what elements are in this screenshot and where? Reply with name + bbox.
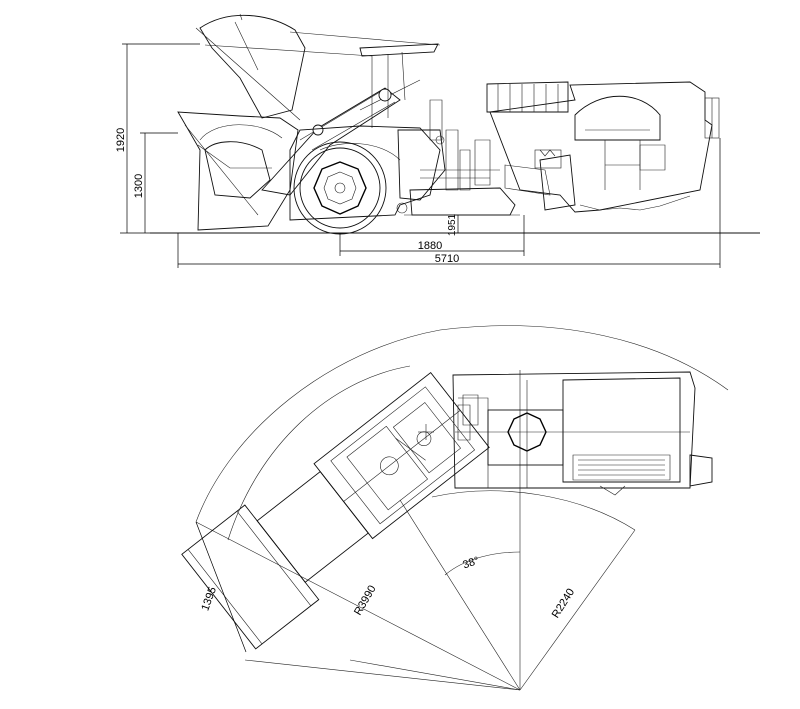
- dim-ground-clearance: 1951: [447, 213, 458, 236]
- bucket-top: [181, 504, 320, 650]
- angle-arc: [444, 551, 521, 576]
- radius-line-outer: [195, 521, 521, 691]
- front-wheel: [293, 141, 387, 235]
- lowered-bucket: [177, 111, 299, 231]
- radius-line-inner: [519, 529, 636, 691]
- raised-bucket-outline: [199, 14, 306, 119]
- rear-engine-body: [489, 81, 713, 213]
- top-view: 38° R3990 R2240: [181, 325, 729, 691]
- dim-inner-radius: R2240: [550, 586, 577, 620]
- dim-articulation-angle: 38°: [461, 555, 481, 572]
- front-frame: [289, 125, 441, 221]
- rear-dome: [574, 95, 661, 141]
- dim-mid-height: 1300: [133, 174, 145, 198]
- transmission-housing: [409, 187, 516, 216]
- horizontal-dimensions: [177, 138, 721, 268]
- rear-hub: [539, 154, 576, 211]
- dim-bucket-width: 1395: [199, 585, 219, 612]
- outer-swing-arc: [195, 325, 729, 523]
- inner-swing-arc: [227, 365, 411, 541]
- dim-max-height: 1920: [115, 128, 127, 152]
- rear-unit-top: [452, 371, 713, 496]
- articulation-joint: [397, 129, 446, 201]
- dim-wheelbase: 1880: [418, 240, 442, 252]
- dim-overall-length: 5710: [435, 253, 459, 265]
- operator-canopy: [359, 43, 439, 57]
- rear-cover: [486, 81, 569, 113]
- dim-outer-radius: R3990: [352, 583, 379, 617]
- bucket-width-dim-line: [195, 521, 247, 653]
- vertical-dimensions: [120, 43, 200, 234]
- side-view: 1920 1300 1951 1880 5710: [115, 13, 760, 268]
